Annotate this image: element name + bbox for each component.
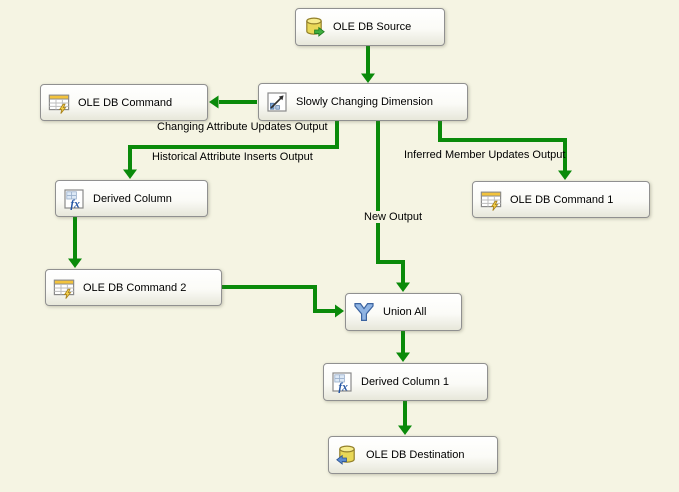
node-ole-db-source[interactable]: OLE DB Source (295, 8, 445, 46)
connector-oledb-command-2-to-union-all[interactable] (222, 285, 335, 313)
connector-scd-to-derived-column[interactable] (128, 121, 339, 170)
derived-column-icon (62, 187, 86, 211)
node-label: OLE DB Source (333, 21, 412, 33)
node-label: Slowly Changing Dimension (296, 96, 433, 108)
connector-derived-column-to-oledb-command-2-arrowhead (68, 258, 82, 268)
connector-label-changing-attribute-updates-output: Changing Attribute Updates Output (157, 121, 328, 133)
node-label: Derived Column (93, 192, 172, 205)
node-union-all[interactable]: Union All (345, 293, 462, 331)
node-ole-db-destination[interactable]: OLE DB Destination (328, 436, 498, 474)
derived-column-icon (330, 370, 354, 394)
connector-label-historical-attribute-inserts-output: Historical Attribute Inserts Output (152, 151, 313, 163)
connector-source-to-scd-arrowhead (361, 73, 375, 83)
node-ole-db-command-1[interactable]: OLE DB Command 1 (472, 181, 650, 218)
node-derived-column[interactable]: Derived Column (55, 180, 208, 217)
node-label: OLE DB Command 2 (83, 281, 187, 294)
connector-scd-to-oledb-command-1-arrowhead (558, 170, 572, 180)
database-destination-icon (335, 443, 359, 467)
node-slowly-changing-dimension[interactable]: Slowly Changing Dimension (258, 83, 468, 121)
database-source-icon (302, 15, 326, 39)
connector-union-all-to-derived-column-1-arrowhead (396, 352, 410, 362)
node-ole-db-command[interactable]: OLE DB Command (40, 84, 208, 121)
slowly-changing-dimension-icon (265, 90, 289, 114)
connector-label-new-output: New Output (362, 211, 425, 223)
oledb-command-icon (47, 91, 71, 115)
oledb-command-icon (52, 276, 76, 300)
node-ole-db-command-2[interactable]: OLE DB Command 2 (45, 269, 222, 306)
node-label: OLE DB Destination (366, 449, 465, 461)
node-label: OLE DB Command 1 (510, 193, 614, 206)
node-label: Derived Column 1 (361, 376, 450, 388)
node-label: OLE DB Command (78, 96, 173, 109)
node-label: Union All (383, 306, 427, 318)
node-derived-column-1[interactable]: Derived Column 1 (323, 363, 488, 401)
connector-scd-to-union-all[interactable] (376, 121, 405, 283)
connector-scd-to-oledb-command-1[interactable] (438, 121, 567, 171)
connector-scd-to-derived-column-arrowhead (123, 169, 137, 179)
connector-oledb-command-2-to-union-all-arrowhead (335, 304, 344, 318)
oledb-command-icon (479, 188, 503, 212)
connector-scd-to-oledb-command-arrowhead (209, 95, 219, 109)
connector-label-inferred-member-updates-output: Inferred Member Updates Output (404, 149, 566, 161)
union-all-icon (352, 300, 376, 324)
connector-derived-column-1-to-destination-arrowhead (398, 425, 412, 435)
connector-scd-to-union-all-arrowhead (396, 282, 410, 292)
